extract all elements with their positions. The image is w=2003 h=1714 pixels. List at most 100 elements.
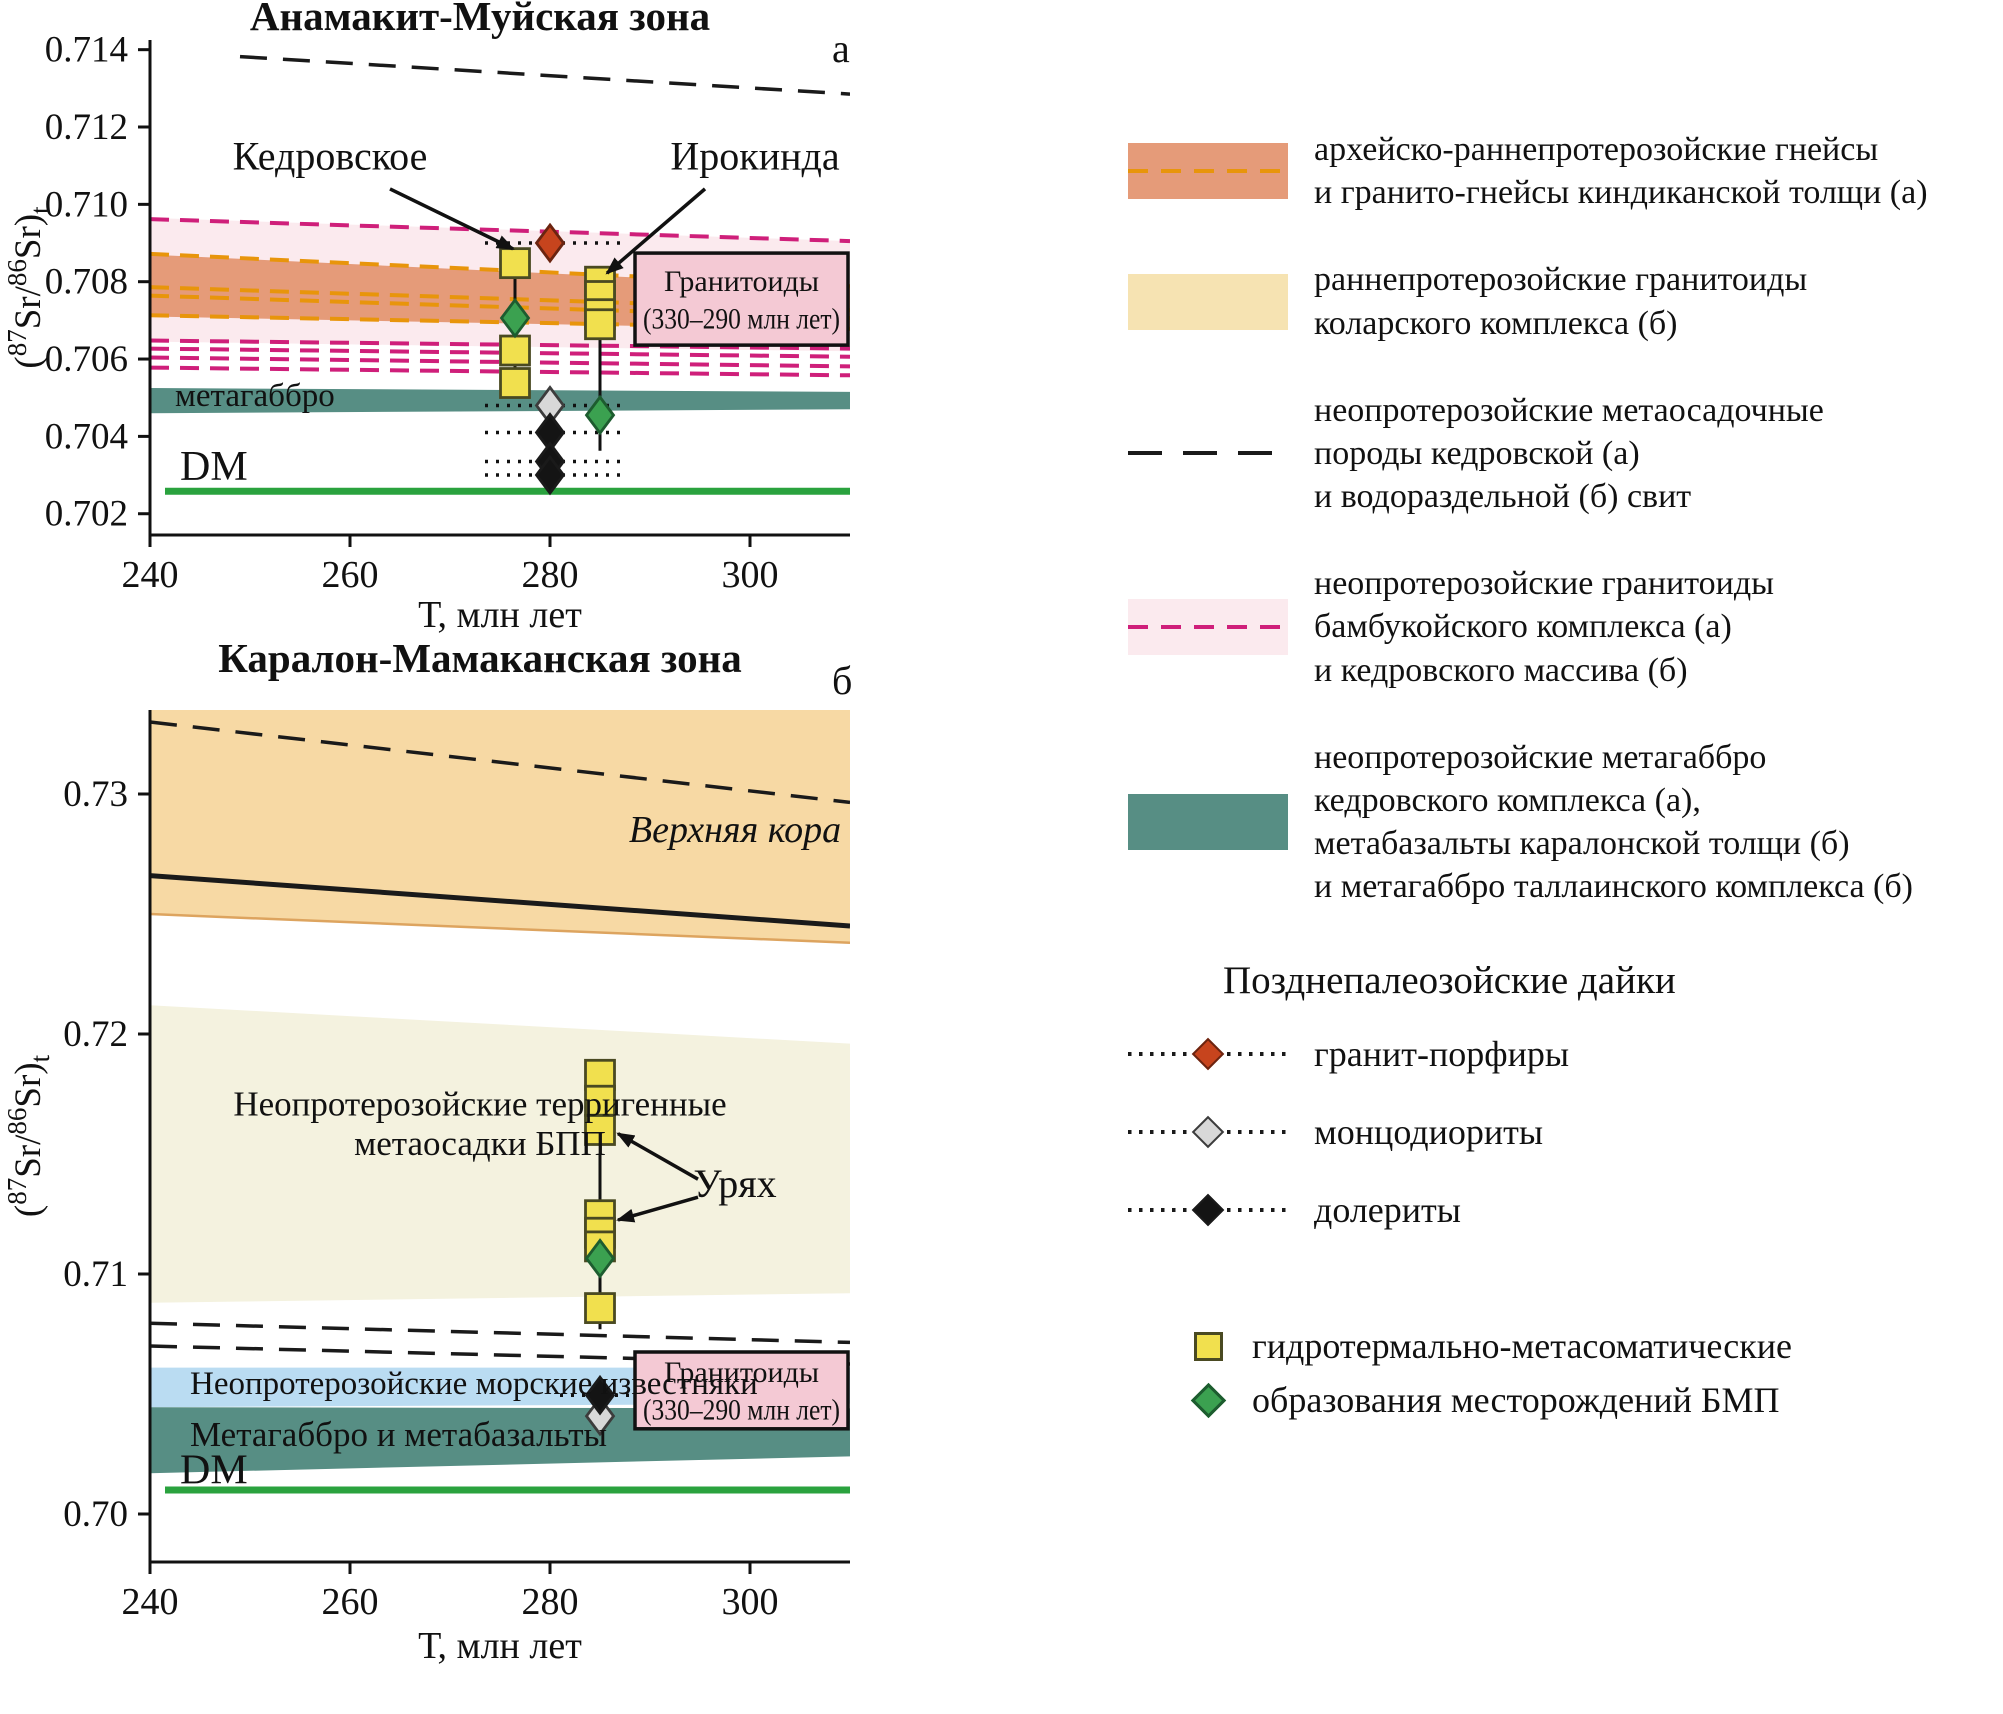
legend-granite-porphyry-swatch — [1128, 1034, 1288, 1074]
box-label: (330–290 млн лет) — [643, 1394, 840, 1427]
legend-label: долериты — [1314, 1190, 1461, 1231]
granitoids-box-a — [633, 251, 850, 347]
x-tick-label: 260 — [322, 1581, 379, 1623]
diamond-marker — [1190, 1382, 1226, 1419]
legend-kolar-granitoids: раннепротерозойские гранитоиды коларског… — [1128, 258, 2003, 344]
x-tick-label: 300 — [722, 1581, 779, 1623]
legend-hydrothermal: гидротермально-метасоматические — [1190, 1325, 2003, 1367]
upper-crust-line — [150, 873, 850, 929]
vodorazdelnaya-dashed-1 — [150, 1321, 850, 1345]
legend-metasediments-line — [1128, 451, 1288, 456]
legend-bambukoy-granitoids: неопротерозойские гранитоиды бамбукойско… — [1128, 562, 2003, 692]
marker-square — [499, 367, 531, 399]
legend-monzodiorite-swatch — [1128, 1112, 1288, 1152]
kedrovskoe-label: Кедровское — [233, 134, 428, 179]
marker-diamond — [584, 394, 616, 436]
legend-label: неопротерозойские гранитоиды бамбукойско… — [1314, 565, 1774, 689]
y-tick-label: 0.704 — [45, 416, 128, 457]
marker-diamond — [534, 222, 566, 264]
x-tick-label: 280 — [522, 1581, 579, 1623]
y-tick-label: 0.71 — [63, 1254, 128, 1295]
square-icon — [1190, 1328, 1226, 1364]
y-axis-label: (87Sr/86Sr)t — [2, 206, 55, 369]
marker-diamond — [584, 1238, 616, 1279]
legend: архейско-раннепротерозойские гнейсы и гр… — [1128, 128, 2003, 1433]
marker-square — [499, 247, 531, 280]
legend-label: неопротерозойские метагаббро кедровского… — [1314, 738, 1913, 906]
bambukoy-dashed-2 — [150, 338, 850, 351]
legend-bambukoy-granitoids-swatch — [1128, 598, 1288, 655]
panel-letter-a: а — [832, 26, 850, 71]
box-label: (330–290 млн лет) — [643, 302, 840, 335]
upper-crust-band — [150, 710, 850, 943]
legend-kindikan-gneiss-line — [1128, 169, 1288, 174]
annotation-arrow — [389, 187, 515, 251]
bambukoy-dashed-4 — [150, 355, 850, 369]
band-label: Неопротерозойские морские известняки — [190, 1366, 758, 1402]
band-label: Метагаббро и метабазальты — [190, 1415, 607, 1454]
box-label: Гранитоиды — [664, 265, 819, 298]
legend-label: образования месторождений БМП — [1252, 1380, 1780, 1421]
x-axis-label: Т, млн лет — [418, 594, 582, 636]
band-label: Верхняя кора — [629, 809, 841, 851]
legend-bmp-deposits: образования месторождений БМП — [1190, 1379, 2003, 1421]
upper-crust-band-edge — [150, 912, 850, 945]
legend-dolerite: долериты — [1128, 1189, 2003, 1231]
y-tick-label: 0.72 — [63, 1014, 128, 1055]
annotation-arrow — [616, 1195, 699, 1223]
legend-dolerite-swatch — [1128, 1190, 1288, 1230]
marker-diamond — [534, 454, 566, 496]
diamond-icon — [1191, 1116, 1225, 1149]
marker-square — [584, 308, 616, 341]
uryakh-label: Урях — [693, 1161, 776, 1206]
deposits-legend: гидротермально-метасоматические образован… — [1190, 1325, 2003, 1433]
panel-letter-b: б — [832, 658, 852, 703]
marker-diamond — [584, 1374, 616, 1416]
y-tick-label: 0.710 — [45, 184, 128, 225]
legend-metasediments: неопротерозойские метаосадочные породы к… — [1128, 389, 2003, 519]
granitoids-box-b — [633, 1350, 850, 1431]
chart-title-b: Каралон-Мамаканская зона — [218, 640, 742, 681]
y-tick-label: 0.702 — [45, 494, 128, 535]
legend-label: монцодиориты — [1314, 1112, 1544, 1153]
legend-label: раннепротерозойские гранитоиды коларског… — [1314, 261, 1808, 342]
x-axis-label: Т, млн лет — [418, 1625, 582, 1667]
y-axis-label: (87Sr/86Sr)t — [2, 1054, 55, 1217]
y-tick-label: 0.714 — [45, 30, 128, 71]
legend-metagabbro: неопротерозойские метагаббро кедровского… — [1128, 736, 2003, 909]
marker-diamond — [584, 1395, 616, 1437]
terrigenous-label-2: метаосадки БПП — [354, 1124, 606, 1163]
legend-label: гранит-порфиры — [1314, 1034, 1570, 1075]
dikes-section-title: Позднепалеозойские дайки — [1223, 959, 1676, 1003]
marker-square — [584, 1084, 616, 1117]
bambukoy-dashed-3 — [150, 346, 850, 359]
diamond-icon — [1191, 1194, 1225, 1227]
marker-diamond — [499, 297, 531, 339]
marker-square — [499, 334, 531, 367]
legend-kindikan-gneiss: архейско-раннепротерозойские гнейсы и гр… — [1128, 128, 2003, 214]
marker-square — [584, 1292, 616, 1324]
square-marker — [1193, 1331, 1223, 1361]
legend-monzodiorite: монцодиориты — [1128, 1111, 2003, 1153]
x-tick-label: 240 — [122, 554, 179, 596]
band-label: метагаббро — [175, 378, 335, 414]
legend-label: архейско-раннепротерозойские гнейсы и гр… — [1314, 131, 1928, 212]
x-tick-label: 280 — [522, 554, 579, 596]
y-tick-label: 0.70 — [63, 1494, 128, 1535]
y-tick-label: 0.73 — [63, 774, 128, 815]
terrigenous-label-1: Неопротерозойские терригенные — [233, 1085, 726, 1124]
y-tick-label: 0.708 — [45, 262, 128, 303]
legend-label: гидротермально-метасоматические — [1252, 1326, 1792, 1367]
terrigenous-metasediment-band — [150, 1005, 850, 1303]
legend-kolar-granitoids-swatch — [1128, 273, 1288, 330]
band-label: DM — [180, 1447, 248, 1493]
vodorazdelnaya-dashed-top — [150, 720, 850, 805]
marker-square — [584, 1114, 616, 1146]
band-label: DM — [180, 444, 248, 490]
legend-metasediments-swatch — [1128, 425, 1288, 481]
y-tick-label: 0.712 — [45, 107, 128, 148]
diamond-icon — [1191, 1038, 1225, 1071]
legend-bambukoy-granitoids-line — [1128, 624, 1288, 629]
